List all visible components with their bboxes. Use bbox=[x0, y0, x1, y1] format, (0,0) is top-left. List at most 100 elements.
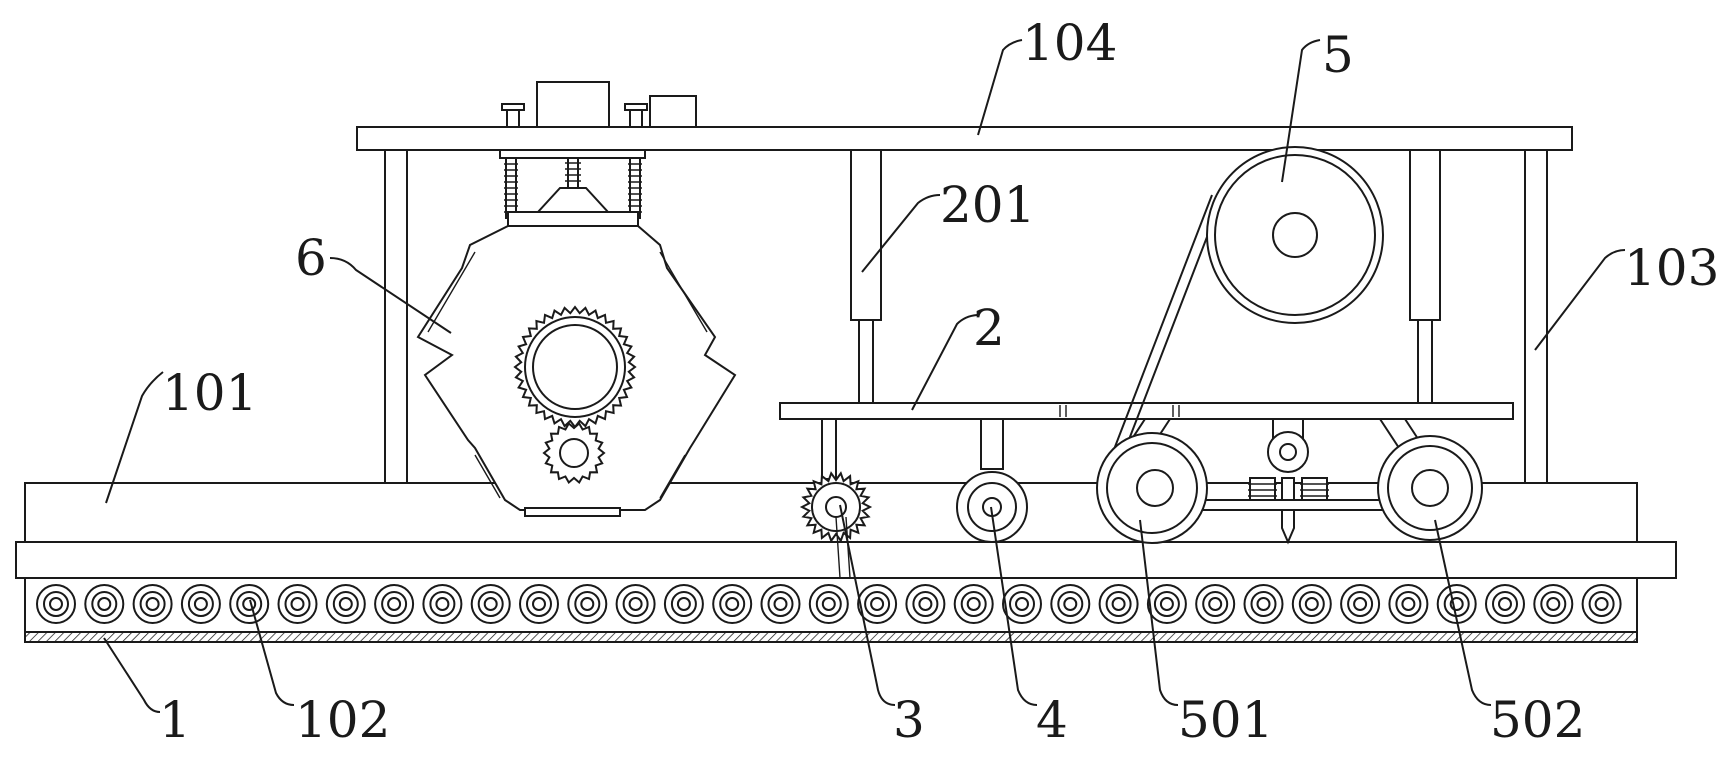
drive-belt bbox=[1107, 194, 1223, 469]
roller-axle bbox=[1208, 597, 1223, 611]
roller bbox=[36, 584, 76, 624]
roller bbox=[1388, 584, 1429, 624]
label-carriage: 2 bbox=[973, 299, 1005, 357]
roller-row bbox=[36, 584, 1622, 624]
roller-core bbox=[1347, 591, 1374, 617]
holder-block bbox=[507, 211, 639, 227]
roller-core bbox=[91, 591, 118, 617]
roller bbox=[519, 584, 559, 624]
roller bbox=[567, 584, 608, 624]
roller-core bbox=[526, 591, 552, 617]
label-cutter-head: 6 bbox=[295, 229, 327, 287]
guide-wheel-post bbox=[980, 418, 1004, 470]
roller-axle bbox=[1449, 597, 1464, 611]
label-front-wheel: 501 bbox=[1178, 691, 1273, 749]
roller bbox=[905, 584, 946, 624]
roller-core bbox=[1540, 591, 1567, 617]
roller-core bbox=[1395, 591, 1422, 617]
reference-labels: 101 104 5 103 201 2 6 1 102 3 4 501 502 bbox=[159, 14, 1719, 749]
spring-left bbox=[504, 157, 518, 219]
label-guide-wheel: 4 bbox=[1036, 691, 1068, 749]
spring-right bbox=[628, 157, 642, 219]
cone-holder bbox=[535, 187, 611, 213]
roller bbox=[229, 584, 270, 624]
roller-axle bbox=[1401, 597, 1416, 611]
roller-core bbox=[236, 591, 263, 617]
gear-wheel-post bbox=[821, 418, 837, 480]
roller-axle bbox=[193, 597, 208, 611]
roller-axle bbox=[1159, 597, 1174, 611]
roller-axle bbox=[1111, 597, 1126, 611]
blade-unit bbox=[1248, 418, 1329, 545]
roller bbox=[374, 584, 415, 624]
left-post bbox=[384, 147, 408, 484]
roller-core bbox=[670, 591, 697, 617]
roller-core bbox=[332, 591, 359, 617]
roller bbox=[1533, 584, 1574, 624]
roller-axle bbox=[97, 597, 112, 611]
roller-core bbox=[477, 591, 504, 617]
roller-core bbox=[139, 591, 166, 617]
roller-core bbox=[1057, 591, 1084, 617]
roller-core bbox=[815, 591, 842, 617]
roller-core bbox=[960, 591, 987, 617]
roller-axle bbox=[580, 597, 595, 611]
roller bbox=[663, 584, 704, 624]
top-frame bbox=[356, 81, 1573, 484]
cylinder-right bbox=[1409, 149, 1441, 321]
roller bbox=[1291, 584, 1332, 624]
roller-core bbox=[1153, 591, 1180, 617]
roller-axle bbox=[628, 597, 643, 611]
leader-lines bbox=[103, 39, 1626, 713]
roller-core bbox=[622, 591, 649, 617]
label-top-plate: 104 bbox=[1022, 14, 1117, 72]
roller-axle bbox=[1546, 597, 1561, 611]
roller-axle bbox=[483, 597, 498, 611]
drive-assembly bbox=[1096, 146, 1483, 544]
cutter-head-assembly bbox=[416, 149, 737, 517]
roller bbox=[180, 584, 221, 624]
roller-core bbox=[1492, 591, 1518, 617]
roller-axle bbox=[918, 597, 933, 611]
large-gear-hub bbox=[532, 324, 618, 410]
roller bbox=[422, 584, 463, 624]
roller bbox=[1002, 584, 1042, 624]
label-pulley: 5 bbox=[1322, 26, 1354, 84]
roller bbox=[615, 584, 656, 624]
cutter-foot bbox=[524, 507, 621, 517]
small-gear bbox=[542, 421, 606, 485]
label-base-plate: 101 bbox=[162, 364, 257, 422]
roller bbox=[470, 584, 511, 624]
roller-axle bbox=[145, 597, 160, 611]
roller bbox=[1340, 584, 1381, 624]
roller-axle bbox=[1063, 597, 1078, 611]
roller bbox=[857, 584, 898, 624]
carriage-plate bbox=[779, 402, 1514, 420]
gear-wheel-hub bbox=[825, 496, 847, 518]
roller-core bbox=[1298, 591, 1325, 617]
roller-axle bbox=[532, 597, 546, 611]
cylinder-left bbox=[850, 149, 882, 321]
small-box bbox=[649, 95, 697, 128]
roller-axle bbox=[242, 597, 257, 611]
roller-axle bbox=[821, 597, 836, 611]
roller-axle bbox=[1498, 597, 1512, 611]
label-cylinder: 201 bbox=[940, 176, 1035, 234]
roller bbox=[325, 584, 366, 624]
label-base: 1 bbox=[159, 691, 191, 749]
roller-core bbox=[187, 591, 214, 617]
small-gear-hub bbox=[559, 438, 589, 468]
roller-axle bbox=[49, 597, 63, 611]
roller-core bbox=[574, 591, 601, 617]
cylinder-right-rod bbox=[1417, 319, 1433, 404]
top-bolt-left-head bbox=[501, 103, 525, 111]
roller-axle bbox=[1304, 597, 1319, 611]
roller-axle bbox=[338, 597, 353, 611]
label-side-post: 103 bbox=[1624, 239, 1719, 297]
roller bbox=[953, 584, 994, 624]
label-roller-row: 102 bbox=[295, 691, 390, 749]
carriage-markers bbox=[1059, 405, 1180, 417]
motor-box bbox=[536, 81, 610, 128]
roller-axle bbox=[725, 597, 740, 611]
